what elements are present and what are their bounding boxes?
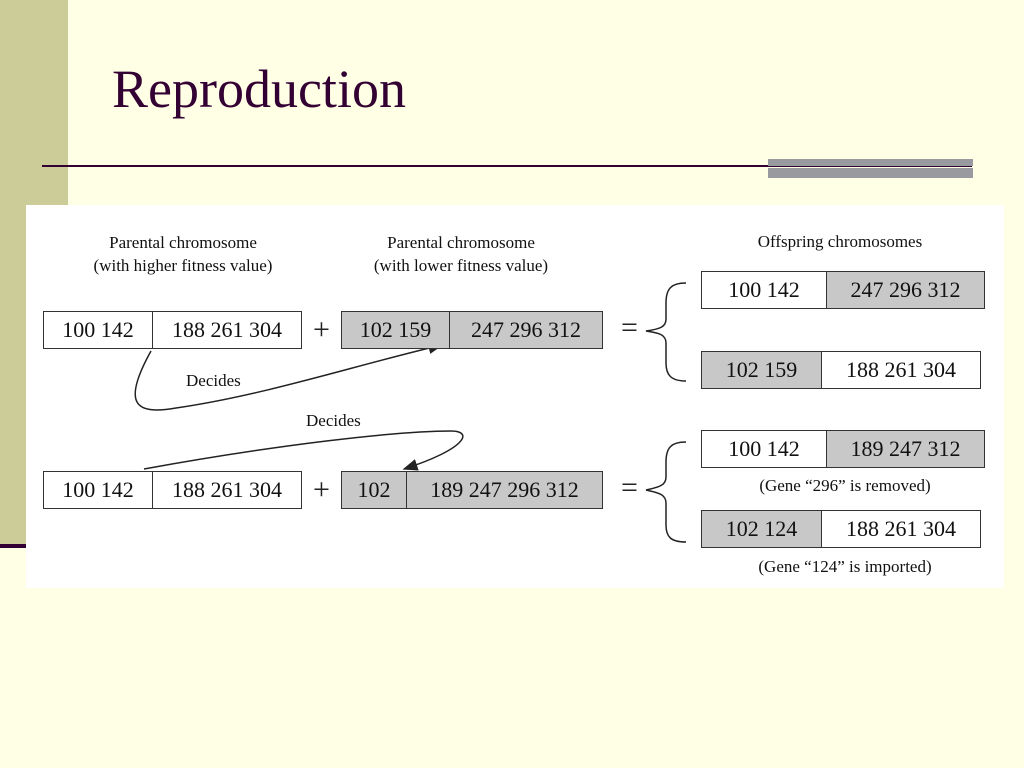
gene-segment: 188 261 304 [152,472,301,508]
gene-segment: 102 124 [702,511,821,547]
gene-segment: 102 [342,472,406,508]
row1-parent-high-chromosome: 100 142 188 261 304 [43,311,302,349]
gene-segment: 188 261 304 [821,511,980,547]
decides-label-row2: Decides [306,411,361,430]
diagram-connectors [134,282,687,543]
row2-offspring-1-chromosome: 100 142 189 247 312 [701,430,985,468]
row1-offspring-2-chromosome: 102 159 188 261 304 [701,351,981,389]
brace-row1 [645,282,687,382]
decides-arrow-row1 [134,342,444,411]
decides-label-row1: Decides [186,371,241,390]
plus-operator: + [313,473,330,506]
caption-gene-imported: (Gene “124” is imported) [758,557,932,576]
gene-segment: 188 261 304 [152,312,301,348]
gene-segment: 102 159 [702,352,821,388]
row2-parent-low-chromosome: 102 189 247 296 312 [341,471,603,509]
row1-parent-low-chromosome: 102 159 247 296 312 [341,311,603,349]
equals-operator: = [621,471,638,504]
gene-segment: 100 142 [728,436,800,461]
divider-accent-bottom [768,168,973,178]
caption-parent-high: Parental chromosome (with higher fitness… [93,233,273,275]
caption-parent-low: Parental chromosome (with lower fitness … [373,233,549,275]
title-divider [42,165,972,167]
equals-operator: = [621,311,638,344]
caption-offspring: Offspring chromosomes [757,232,923,251]
gene-segment: 189 247 296 312 [406,472,602,508]
row1-offspring-1-chromosome: 100 142 247 296 312 [701,271,985,309]
slide-title: Reproduction [112,59,406,119]
row2-offspring-2-chromosome: 102 124 188 261 304 [701,510,981,548]
decides-arrow-row2 [143,430,464,471]
gene-segment: 189 247 312 [826,431,984,467]
gene-segment: 247 296 312 [449,312,602,348]
plus-operator: + [313,313,330,346]
gene-segment: 100 142 [62,477,134,502]
caption-gene-removed: (Gene “296” is removed) [759,476,931,495]
gene-segment: 100 142 [62,317,134,342]
gene-segment: 100 142 [728,277,800,302]
gene-segment: 102 159 [342,312,449,348]
gene-segment: 247 296 312 [826,272,984,308]
divider-accent-top [768,159,973,166]
row2-parent-high-chromosome: 100 142 188 261 304 [43,471,302,509]
gene-segment: 188 261 304 [821,352,980,388]
brace-row2 [645,441,687,543]
reproduction-diagram: Parental chromosome (with higher fitness… [26,205,1004,588]
